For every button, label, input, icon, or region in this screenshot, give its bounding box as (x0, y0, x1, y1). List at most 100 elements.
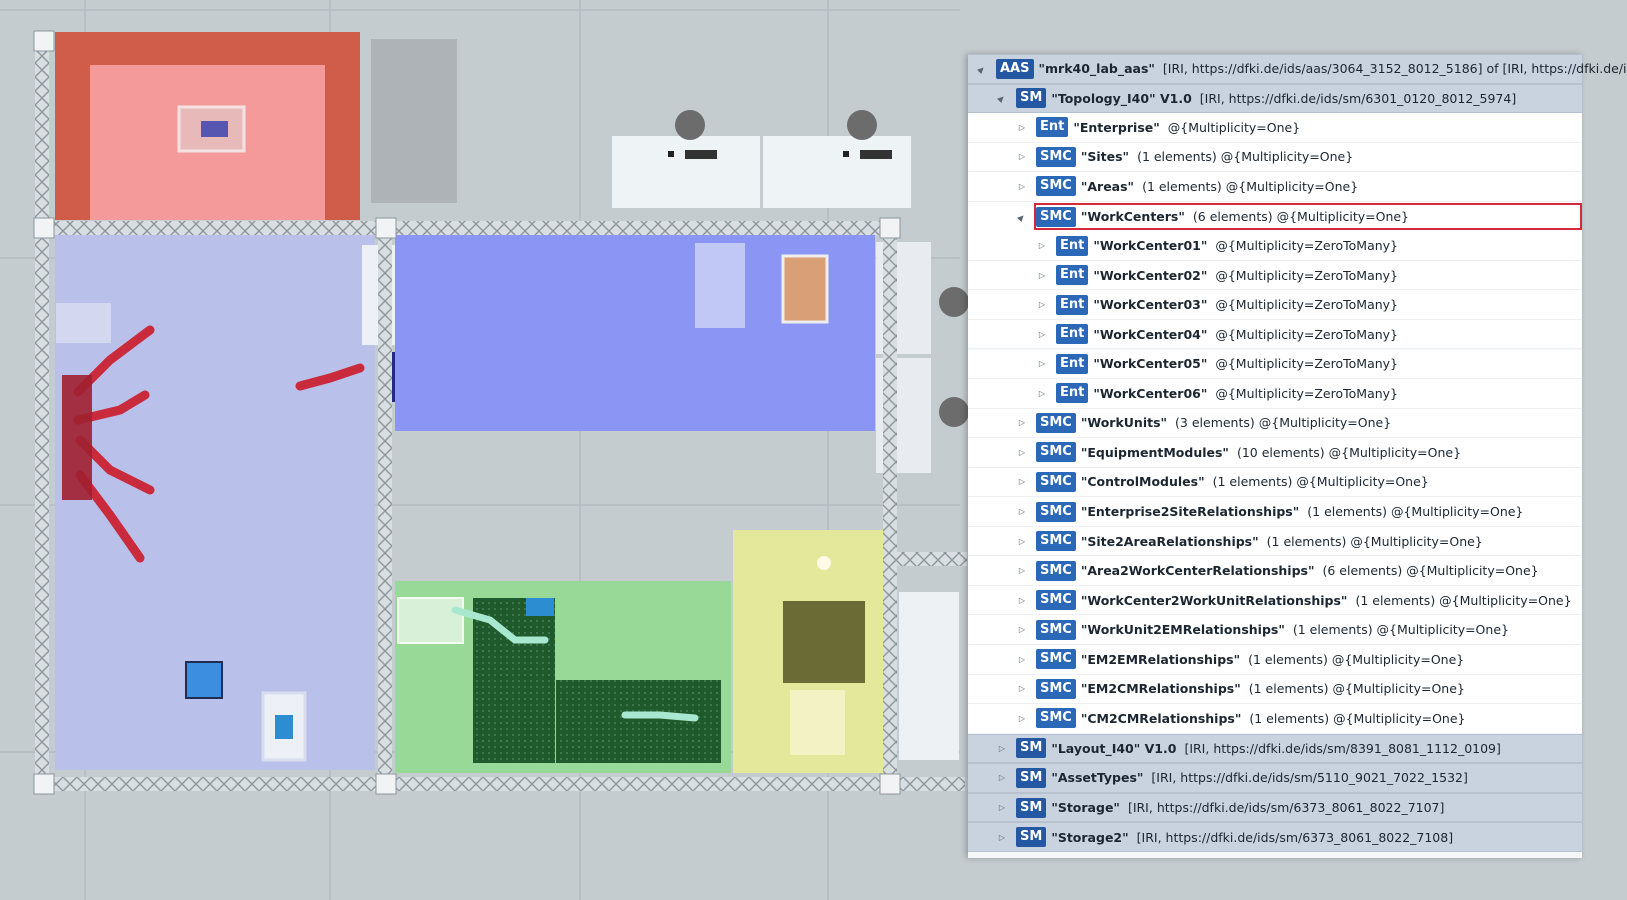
green-blue-box (526, 598, 554, 616)
blue-zone-station (695, 243, 745, 328)
tree-node-smc[interactable]: ▷SMC"WorkUnit2EMRelationships"(1 element… (968, 615, 1582, 645)
collapsed-triangle-icon[interactable]: ▷ (1018, 654, 1026, 664)
tree-node-smc[interactable]: ▷SMC"WorkUnits"(3 elements) @{Multiplici… (968, 408, 1582, 439)
node-label: "WorkCenter02" (1093, 267, 1208, 283)
node-type-badge: Ent (1056, 324, 1089, 345)
collapsed-triangle-icon[interactable]: ▷ (1018, 477, 1026, 487)
collapsed-triangle-icon[interactable]: ▷ (1018, 181, 1026, 191)
node-label: "EM2CMRelationships" (1080, 681, 1241, 697)
node-info: @{Multiplicity=ZeroToMany} (1215, 385, 1399, 401)
tree-node-sm[interactable]: ▷SM"Storage"[IRI, https://dfki.de/ids/sm… (968, 792, 1582, 823)
agv-white (261, 691, 307, 762)
node-label: "WorkUnit2EMRelationships" (1080, 622, 1285, 638)
node-info: (6 elements) @{Multiplicity=One} (1322, 563, 1539, 579)
zone-red (55, 32, 360, 220)
collapsed-triangle-icon[interactable]: ▷ (1018, 507, 1026, 516)
node-label: "Layout_I40" V1.0 (1051, 740, 1177, 756)
tree-node-sm[interactable]: ▷ SM"Layout_I40" V1.0 [IRI, https://dfki.d… (968, 733, 1582, 764)
node-info: (1 elements) @{Multiplicity=One} (1142, 178, 1359, 194)
tree-node-smc[interactable]: ▲SMC"WorkCenters"(6 elements) @{Multipli… (968, 201, 1582, 232)
tree-node-smc[interactable]: ▷SMC"EM2EMRelationships"(1 elements) @{M… (968, 645, 1582, 675)
green-mesh-table-1 (473, 598, 555, 763)
collapsed-triangle-icon[interactable]: ▷ (1018, 566, 1026, 576)
tree-node-smc[interactable]: ▷SMC"CM2CMRelationships"(1 elements) @{M… (968, 704, 1582, 734)
node-type-badge: Ent (1036, 117, 1069, 138)
collapsed-triangle-icon[interactable]: ▷ (1018, 536, 1026, 546)
agv-white-inner (275, 715, 293, 739)
node-label: "Topology_I40" V1.0 (1051, 90, 1192, 106)
collapsed-triangle-icon[interactable]: ▷ (998, 773, 1006, 783)
tree-node-ent[interactable]: ▷Ent"WorkCenter02"@{Multiplicity=ZeroToM… (968, 260, 1582, 291)
collapsed-triangle-icon[interactable]: ▷ (1018, 625, 1026, 635)
collapsed-triangle-icon[interactable]: ▷ (1038, 388, 1046, 398)
tree-node-smc[interactable]: ▷SMC"Areas"(1 elements) @{Multiplicity=O… (968, 172, 1582, 202)
tree-node-smc[interactable]: ▷SMC"EquipmentModules"(10 elements) @{Mu… (968, 438, 1582, 468)
node-info: [IRI, https://dfki.de/ids/aas/3064_3152_… (1162, 61, 1627, 77)
collapsed-triangle-icon[interactable]: ▷ (1018, 152, 1026, 162)
collapsed-triangle-icon[interactable]: ▷ (998, 803, 1006, 812)
node-info: (6 elements) @{Multiplicity=One} (1192, 209, 1410, 224)
grey-panel (371, 39, 457, 203)
node-info: (1 elements) @{Multiplicity=One} (1212, 474, 1429, 490)
tree-node-smc[interactable]: ▷SMC"Area2WorkCenterRelationships"(6 ele… (968, 556, 1582, 586)
tree-node-smc[interactable]: ▷SMC"ControlModules"(1 elements) @{Multi… (968, 467, 1582, 498)
collapsed-triangle-icon[interactable]: ▷ (1018, 122, 1026, 132)
expanded-triangle-icon[interactable]: ▲ (976, 63, 988, 75)
node-type-badge: SM (1016, 738, 1047, 759)
tree-node-smc[interactable]: ▷SMC"Enterprise2SiteRelationships"(1 ele… (968, 497, 1582, 527)
tree-node-smc[interactable]: ▷SMC"EM2CMRelationships"(1 elements) @{M… (968, 674, 1582, 705)
collapsed-triangle-icon[interactable]: ▷ (998, 832, 1006, 842)
tree-node-ent[interactable]: ▷Ent"WorkCenter06"@{Multiplicity=ZeroToM… (968, 379, 1582, 409)
tree-node-sm[interactable]: ▷SM"AssetTypes"[IRI, https://dfki.de/ids… (968, 763, 1582, 793)
tree-node-ent[interactable]: ▷Ent"WorkCenter03"@{Multiplicity=ZeroToM… (968, 290, 1582, 320)
collapsed-triangle-icon[interactable]: ▷ (1018, 418, 1026, 428)
collapsed-triangle-icon[interactable]: ▷ (998, 743, 1006, 753)
collapsed-triangle-icon[interactable]: ▷ (1038, 329, 1046, 339)
collapsed-triangle-icon[interactable]: ▷ (1018, 684, 1026, 694)
tree-node-aas[interactable]: ▲AAS"mrk40_lab_aas"[IRI, https://dfki.de… (968, 54, 1627, 84)
node-type-badge: SM (1016, 88, 1047, 109)
node-type-badge: SM (1016, 827, 1047, 848)
tree-node-sm[interactable]: ▷SM"Storage2"[IRI, https://dfki.de/ids/s… (968, 822, 1582, 852)
collapsed-triangle-icon[interactable]: ▷ (1018, 447, 1026, 457)
node-label: "Enterprise2SiteRelationships" (1080, 504, 1300, 519)
node-label: "Sites" (1080, 149, 1130, 165)
expanded-triangle-icon[interactable]: ▲ (1016, 211, 1028, 222)
collapsed-triangle-icon[interactable]: ▷ (1038, 241, 1046, 251)
node-info: (1 elements) @{Multiplicity=One} (1249, 710, 1466, 726)
node-type-badge: SMC (1036, 412, 1076, 433)
node-type-badge: SMC (1036, 619, 1076, 640)
tree-node-smc[interactable]: ▷SMC"Site2AreaRelationships"(1 elements)… (968, 526, 1582, 557)
tree-node-ent[interactable]: ▷Ent"Enterprise"@{Multiplicity=One} (968, 113, 1582, 143)
tree-node-ent[interactable]: ▷Ent"WorkCenter05"@{Multiplicity=ZeroToM… (968, 349, 1582, 379)
collapsed-triangle-icon[interactable]: ▷ (1038, 270, 1046, 280)
node-label: "Area2WorkCenterRelationships" (1080, 563, 1315, 579)
expanded-triangle-icon[interactable]: ▲ (996, 92, 1008, 104)
node-label: "mrk40_lab_aas" (1038, 61, 1155, 77)
tree-node-smc[interactable]: ▷SMC"WorkCenter2WorkUnitRelationships"(1… (968, 585, 1582, 616)
collapsed-triangle-icon[interactable]: ▷ (1038, 300, 1046, 310)
aas-tree-panel[interactable]: ▲AAS"mrk40_lab_aas"[IRI, https://dfki.de… (968, 54, 1627, 858)
node-type-badge: SMC (1036, 442, 1076, 463)
tree-node-smc[interactable]: ▷SMC"Sites"(1 elements) @{Multiplicity=O… (968, 142, 1582, 173)
node-info: [IRI, https://dfki.de/ids/sm/8391_8081_1… (1184, 740, 1501, 756)
collapsed-triangle-icon[interactable]: ▷ (1038, 359, 1046, 369)
collapsed-triangle-icon[interactable]: ▷ (1018, 595, 1026, 605)
tree-node-ent[interactable]: ▷Ent"WorkCenter01"@{Multiplicity=ZeroToM… (968, 231, 1582, 261)
tree-node-sm[interactable]: ▲SM"Topology_I40" V1.0[IRI, https://dfki… (968, 83, 1582, 114)
node-type-badge: SM (1016, 797, 1047, 818)
node-type-badge: Ent (1056, 383, 1089, 404)
node-info: @{Multiplicity=ZeroToMany} (1215, 356, 1399, 372)
node-label: "CM2CMRelationships" (1080, 710, 1242, 726)
node-label: "Storage2" (1051, 829, 1129, 845)
node-label: "AssetTypes" (1051, 770, 1144, 786)
station-top-left (56, 303, 111, 343)
collapsed-triangle-icon[interactable]: ▷ (1018, 713, 1026, 723)
node-type-badge: SMC (1036, 678, 1076, 699)
node-info: (1 elements) @{Multiplicity=One} (1137, 149, 1354, 165)
tree-node-ent[interactable]: ▷Ent"WorkCenter04"@{Multiplicity=ZeroToM… (968, 319, 1582, 350)
robot-base (62, 375, 92, 500)
blue-zone-table (781, 254, 829, 324)
node-type-badge: SMC (1036, 501, 1076, 522)
